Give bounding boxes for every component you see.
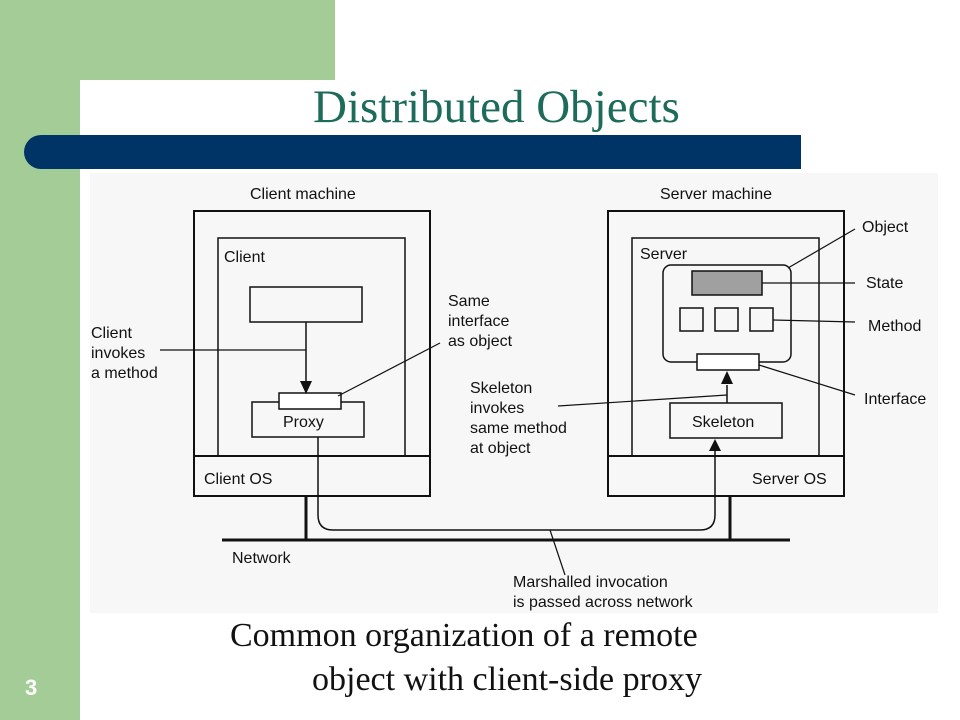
caption-line-2: object with client-side proxy [312,661,702,698]
annotation-object: Object [862,219,909,236]
network [222,496,790,542]
top-accent-band [80,0,335,80]
client-os-label: Client OS [204,471,272,488]
annotation-leaders [160,228,856,576]
skeleton-label: Skeleton [692,414,754,431]
leader-object [787,228,856,269]
annotation-same-interface-2: interface [448,313,509,330]
leader-method [772,319,856,323]
arrowheads [300,371,733,451]
server-machine-label: Server machine [660,186,772,203]
annotation-client-invokes-2: invokes [91,345,145,362]
annotation-method: Method [868,318,921,335]
annotation-skeleton-invokes-4: at object [470,440,531,457]
skeleton-box [669,402,783,439]
leader-marshalled [549,529,566,576]
annotation-marshalled-1: Marshalled invocation [513,574,668,591]
annotation-skeleton-invokes-2: invokes [470,400,524,417]
proxy-label: Proxy [283,414,324,431]
annotation-client-invokes-1: Client [91,325,132,342]
annotation-same-interface-1: Same [448,293,490,310]
slide-caption: Common organization of a remote object w… [230,614,870,702]
client-machine-label: Client machine [250,186,356,203]
slide-number: 3 [25,675,38,700]
leader-skeleton-invokes [557,394,728,407]
slide-title: Distributed Objects [313,81,680,133]
method-box [679,307,704,332]
network-label: Network [232,550,292,567]
server-machine-box [607,210,845,497]
client-code-box [249,286,363,323]
annotation-state: State [866,275,903,292]
annotation-marshalled-2: is passed across network [513,594,694,611]
method-box [714,307,739,332]
caption-line-1: Common organization of a remote [230,617,698,654]
proxy-interface-box [278,392,342,410]
client-label: Client [224,249,265,266]
method-box [749,307,774,332]
arrowhead [709,439,721,451]
leader-same-interface [337,342,441,397]
client-machine-box [193,210,431,497]
left-accent-band [0,0,80,720]
title-underline-bar [24,135,801,169]
server-os-label: Server OS [752,471,827,488]
arrowhead [721,371,733,384]
marshalled-path [317,437,716,531]
annotation-skeleton-invokes-3: same method [470,420,567,437]
server-label: Server [640,246,688,263]
call-paths [305,322,728,531]
state-box [691,270,763,296]
leader-interface [758,364,856,396]
server-machine [607,210,845,497]
annotation-skeleton-invokes-1: Skeleton [470,380,532,397]
annotation-same-interface-3: as object [448,333,513,350]
annotation-client-invokes-3: a method [91,365,158,382]
annotation-interface: Interface [864,391,926,408]
object-interface-box [696,353,760,371]
arrowhead [300,381,312,394]
